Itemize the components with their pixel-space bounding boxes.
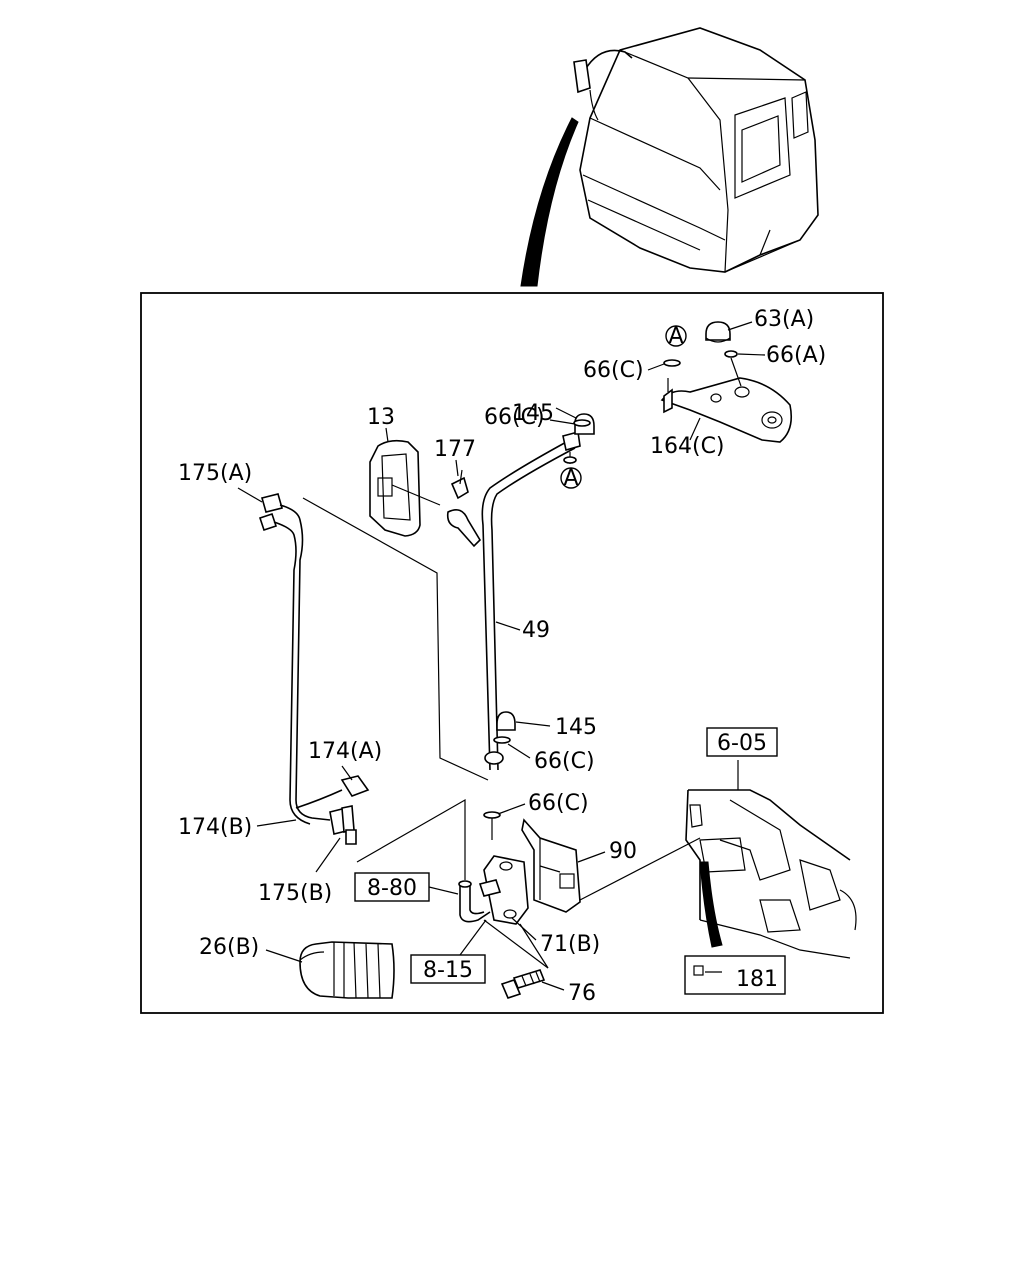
- label-26b: 26(B): [199, 935, 259, 960]
- label-76: 76: [568, 981, 596, 1006]
- truck-cab-illustration: [520, 27, 819, 287]
- label-164c: 164(C): [650, 434, 725, 459]
- cap-nut-145-low: [496, 711, 516, 731]
- label-66c-low2: 66(C): [528, 791, 589, 816]
- label-174b: 174(B): [178, 815, 252, 840]
- leader-lines: [237, 321, 766, 991]
- ref-box-8-80: [354, 872, 430, 902]
- label-13: 13: [367, 405, 395, 430]
- label-181: 181: [736, 967, 778, 992]
- washer-66c-top: [663, 359, 681, 367]
- callout-a-mid: A: [563, 466, 578, 491]
- screw-177: [450, 469, 469, 500]
- washer-66c-lower-callout: [563, 456, 577, 464]
- ref-8-80: 8-80: [367, 876, 417, 901]
- ref-box-8-15: [410, 954, 486, 984]
- washer-66a: [724, 350, 738, 358]
- callout-circle-a-mid: [560, 467, 582, 489]
- detail-frame: [140, 292, 884, 1014]
- boot-26b: [299, 941, 395, 999]
- washer-66c-low1: [493, 736, 511, 744]
- label-175a: 175(A): [178, 461, 252, 486]
- pipe-8-80: [458, 880, 491, 923]
- group-line-left: [302, 497, 489, 781]
- label-145-top: 145: [512, 401, 554, 426]
- base-bracket-71b: [478, 855, 529, 925]
- mirror-13: [369, 439, 482, 548]
- bolt-76: [500, 969, 546, 999]
- label-90: 90: [609, 839, 637, 864]
- label-66c-top: 66(C): [583, 358, 644, 383]
- label-63a: 63(A): [754, 307, 814, 332]
- label-174a: 174(A): [308, 739, 382, 764]
- cap-nut-63a: [705, 321, 731, 343]
- label-66c-mid: 66(C): [484, 405, 545, 430]
- part-181-symbol: [693, 965, 704, 976]
- mirror-stay-49: [481, 430, 581, 771]
- label-175b: 175(B): [258, 881, 332, 906]
- bracket-164c: [660, 377, 793, 443]
- washer-66c-low2: [483, 811, 501, 819]
- leader-8-15: [483, 919, 549, 969]
- bracket-90: [521, 818, 701, 913]
- cab-floor-panel: [685, 760, 857, 959]
- label-145-low: 145: [555, 715, 597, 740]
- ref-6-05: 6-05: [717, 731, 767, 756]
- label-66a: 66(A): [766, 343, 826, 368]
- label-49: 49: [522, 618, 550, 643]
- callout-a-top: A: [668, 324, 683, 349]
- label-66c-low1: 66(C): [534, 749, 595, 774]
- ref-8-15: 8-15: [423, 958, 473, 983]
- ref-box-6-05: [706, 727, 778, 757]
- wire-harness-175: [258, 493, 370, 845]
- group-line-lower: [356, 798, 466, 880]
- label-71b: 71(B): [540, 932, 600, 957]
- callout-circle-a-top: [665, 325, 687, 347]
- label-177: 177: [434, 437, 476, 462]
- washer-66c-mid: [573, 419, 591, 427]
